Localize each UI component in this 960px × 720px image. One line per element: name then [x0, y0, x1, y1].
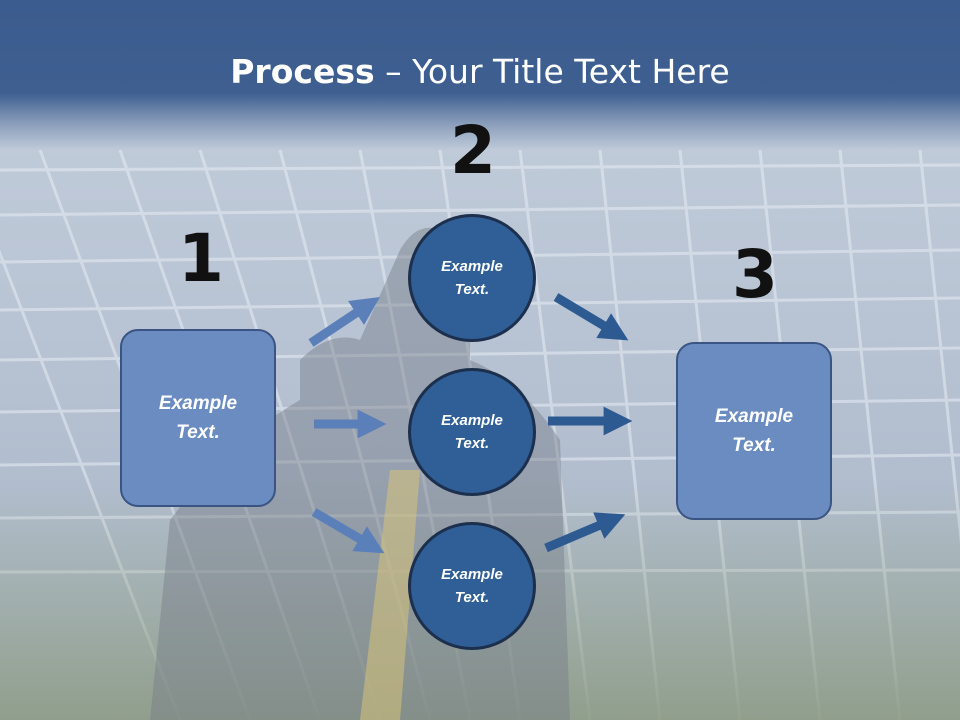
arrow-2c-to-3 [544, 512, 626, 553]
circle-middle-line-1: Example [441, 412, 503, 429]
circle-top-line-2: Text. [454, 281, 490, 298]
step-number-1: 1 [178, 220, 224, 297]
step-number-2: 2 [450, 112, 496, 189]
step-3-text-line-2: Text. [732, 435, 776, 456]
step-3-box: Example Text. [676, 342, 832, 520]
circle-top-line-1: Example [441, 258, 503, 275]
step-3-text-line-1: Example [714, 406, 794, 427]
circle-middle-line-2: Text. [454, 435, 490, 452]
step-number-3: 3 [732, 236, 778, 313]
title-bold: Process [230, 52, 375, 91]
arrow-2a-to-3 [553, 293, 629, 341]
step-2-circle-bottom: Example Text. [408, 522, 536, 650]
title-rest: – Your Title Text Here [374, 52, 730, 91]
arrow-1-to-2a [308, 297, 380, 347]
step-2-circle-top: Example Text. [408, 214, 536, 342]
circle-bottom-line-2: Text. [454, 589, 490, 606]
step-1-text-line-2: Text. [176, 422, 220, 443]
step-1-text-line-1: Example [158, 393, 238, 414]
step-2-circle-middle: Example Text. [408, 368, 536, 496]
step-1-box: Example Text. [120, 329, 276, 507]
arrow-1-to-2c [311, 508, 385, 554]
slide-title: Process – Your Title Text Here [0, 52, 960, 91]
header-band [0, 0, 960, 150]
circle-bottom-line-1: Example [441, 566, 503, 583]
